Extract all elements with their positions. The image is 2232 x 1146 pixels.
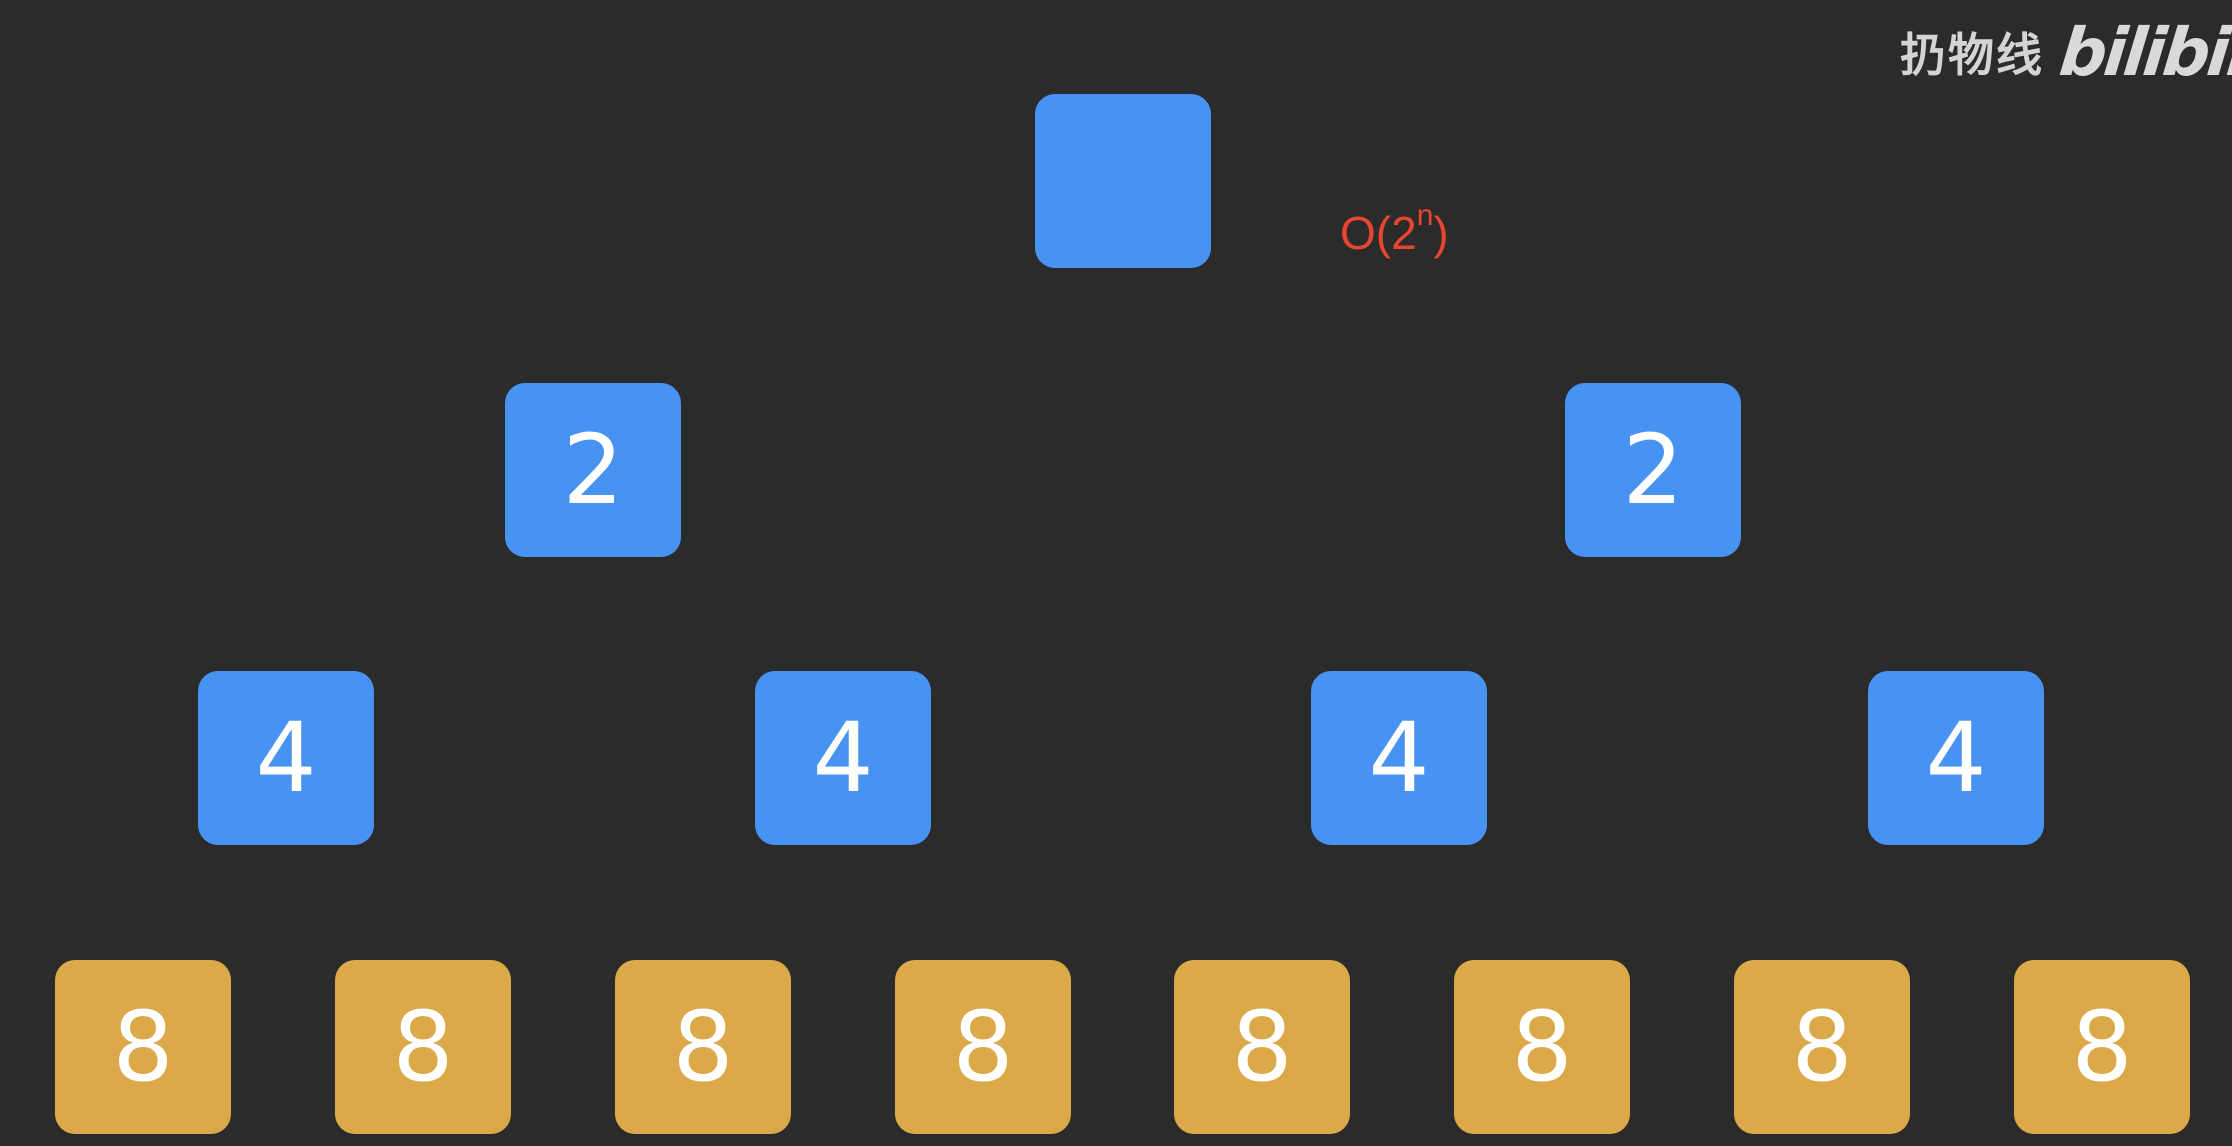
complexity-suffix: ): [1433, 207, 1449, 259]
node-label: 8: [952, 991, 1014, 1103]
node-label: 4: [812, 702, 874, 814]
tree-node-level3-1: 8: [55, 960, 231, 1134]
tree-node-level2-4: 4: [1868, 671, 2044, 845]
node-label: 8: [1511, 991, 1573, 1103]
tree-node-level2-1: 4: [198, 671, 374, 845]
complexity-exponent: n: [1416, 199, 1434, 232]
node-label: 8: [112, 991, 174, 1103]
node-label: 8: [1791, 991, 1853, 1103]
tree-node-level3-5: 8: [1174, 960, 1350, 1134]
complexity-text: O(2: [1340, 207, 1417, 259]
tree-node-level2-2: 4: [755, 671, 931, 845]
node-label: 8: [672, 991, 734, 1103]
node-label: 2: [1622, 414, 1684, 526]
tree-node-level3-3: 8: [615, 960, 791, 1134]
tree-node-level3-6: 8: [1454, 960, 1630, 1134]
node-label: 8: [1231, 991, 1293, 1103]
node-label: 2: [562, 414, 624, 526]
bilibili-logo: bilibili: [2055, 13, 2232, 91]
complexity-annotation: O(2n): [1340, 201, 1449, 259]
tree-node-level2-3: 4: [1311, 671, 1487, 845]
tree-node-level1-2: 2: [1565, 383, 1741, 557]
watermark: 扔物线 bilibili: [1900, 12, 2232, 92]
watermark-author: 扔物线: [1900, 28, 2044, 82]
node-label: 8: [392, 991, 454, 1103]
tree-node-level3-4: 8: [895, 960, 1071, 1134]
tree-node-level1-1: 2: [505, 383, 681, 557]
tree-node-level3-8: 8: [2014, 960, 2190, 1134]
tree-node-level3-7: 8: [1734, 960, 1910, 1134]
node-label: 4: [1925, 702, 1987, 814]
tree-node-level3-2: 8: [335, 960, 511, 1134]
node-label: 4: [255, 702, 317, 814]
tree-node-root: [1035, 94, 1211, 268]
node-label: 4: [1368, 702, 1430, 814]
node-label: 8: [2071, 991, 2133, 1103]
